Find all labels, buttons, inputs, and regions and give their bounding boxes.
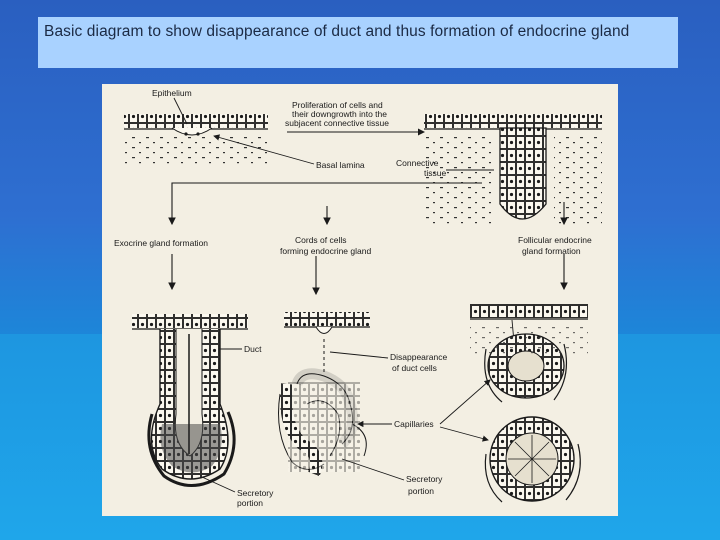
label-capillaries: Capillaries (394, 419, 434, 429)
label-secretory-mid-1: Secretory (406, 474, 443, 484)
label-secretory-left-2: portion (237, 498, 263, 508)
label-cords-2: forming endocrine gland (280, 246, 371, 256)
label-cords-1: Cords of cells (295, 235, 347, 245)
label-duct: Duct (244, 344, 262, 354)
epithelium-stage (124, 114, 268, 164)
label-follicular-2: gland formation (522, 246, 581, 256)
label-connective-2: tissue (424, 168, 446, 178)
downgrowth-stage (424, 114, 602, 224)
label-follicular-1: Follicular endocrine (518, 235, 592, 245)
label-secretory-left-1: Secretory (237, 488, 274, 498)
label-connective-1: Connective (396, 158, 439, 168)
label-proliferation-3: subjacent connective tissue (285, 118, 389, 128)
diagram-panel: Epithelium Proliferation of cells and th… (102, 84, 618, 516)
follicular-gland (470, 304, 588, 502)
label-exocrine: Exocrine gland formation (114, 238, 208, 248)
slide-title: Basic diagram to show disappearance of d… (38, 17, 678, 68)
gland-formation-diagram: Epithelium Proliferation of cells and th… (102, 84, 618, 516)
label-basal-lamina: Basal lamina (316, 160, 365, 170)
label-secretory-mid-2: portion (408, 486, 434, 496)
exocrine-gland (132, 314, 248, 486)
label-disappearance-1: Disappearance (390, 352, 447, 362)
label-disappearance-2: of duct cells (392, 363, 437, 373)
endocrine-cords (279, 312, 371, 474)
label-epithelium: Epithelium (152, 88, 192, 98)
